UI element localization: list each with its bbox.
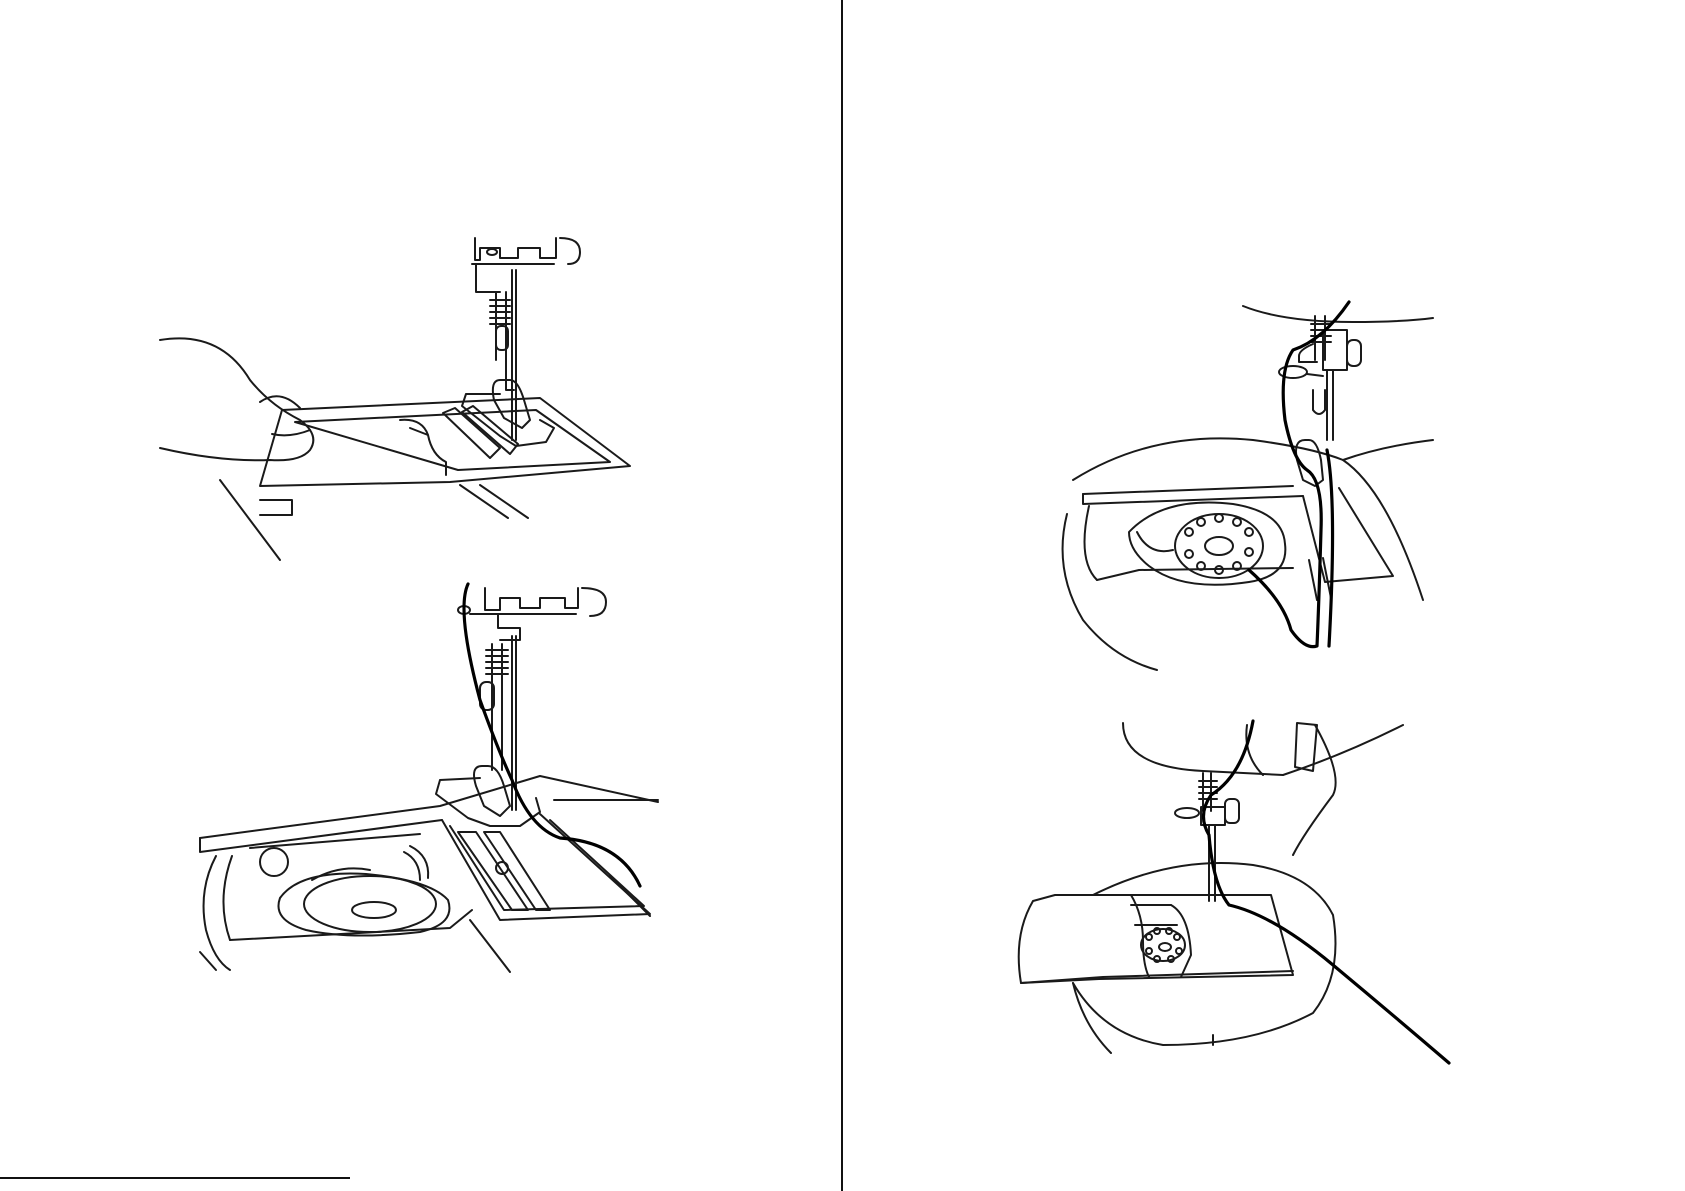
left-page	[0, 0, 842, 1191]
illustration-replace-cover	[1013, 715, 1483, 1105]
illustration-bobbin-case	[180, 580, 700, 980]
illustration-pull-bobbin-thread	[1053, 300, 1473, 710]
right-page	[843, 0, 1685, 1191]
footnote-rule	[0, 1177, 350, 1179]
illustration-remove-cover	[160, 230, 680, 550]
